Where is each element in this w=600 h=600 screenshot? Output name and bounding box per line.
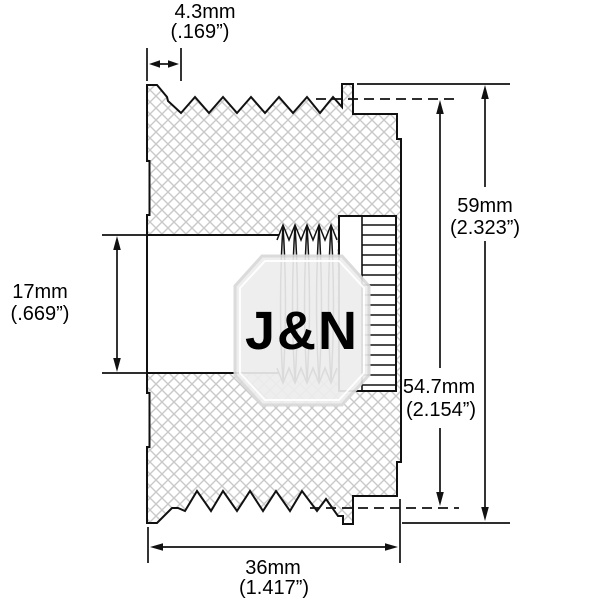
arrowhead-down-icon [436, 492, 444, 506]
arrowhead-up-icon [113, 236, 121, 250]
dim-bore-extension-lines [102, 234, 146, 374]
dim-od-metric-label: 59mm [457, 195, 513, 217]
dim-width-metric-label: 36mm [245, 557, 301, 579]
arrowhead-up-icon [481, 85, 489, 99]
dim-hub-diameter: 54.7mm (2.154”) [310, 98, 476, 509]
watermark-text: J&N [245, 301, 359, 361]
dim-od-extension-lines [357, 83, 510, 524]
arrowhead-right-icon [385, 543, 398, 551]
arrowhead-up-icon [436, 100, 444, 114]
spline-serrations [362, 224, 396, 386]
thread-crest-top [276, 222, 338, 243]
arrowhead-down-icon [481, 507, 489, 521]
dim-bore: 17mm (.669”) [11, 234, 146, 374]
dim-width-imperial-label: (1.417”) [239, 577, 309, 599]
dim-hub-imperial-label: (2.154”) [406, 399, 476, 421]
watermark-logo: J&N [233, 254, 371, 407]
dim-width-extension-lines [147, 499, 401, 563]
arrowhead-left-icon [150, 543, 163, 551]
dim-overall-width: 36mm (1.417”) [147, 499, 401, 599]
dim-groove-width: 4.3mm (.169”) [146, 1, 236, 81]
arrowhead-right-icon [168, 60, 179, 68]
dim-hub-metric-label: 54.7mm [403, 376, 475, 398]
dim-bore-metric-label: 17mm [12, 281, 68, 303]
watermark-inner-ring [239, 260, 365, 401]
dim-groove-metric-label: 4.3mm [174, 1, 235, 23]
dim-groove-extension-lines [146, 48, 182, 81]
watermark-hexagon [233, 254, 371, 407]
dim-groove-imperial-label: (.169”) [171, 21, 230, 43]
dim-od-imperial-label: (2.323”) [450, 217, 520, 239]
arrowhead-down-icon [113, 358, 121, 372]
arrowhead-left-icon [149, 60, 160, 68]
dim-bore-imperial-label: (.669”) [11, 303, 70, 325]
dim-outer-diameter: 59mm (2.323”) [357, 83, 520, 524]
